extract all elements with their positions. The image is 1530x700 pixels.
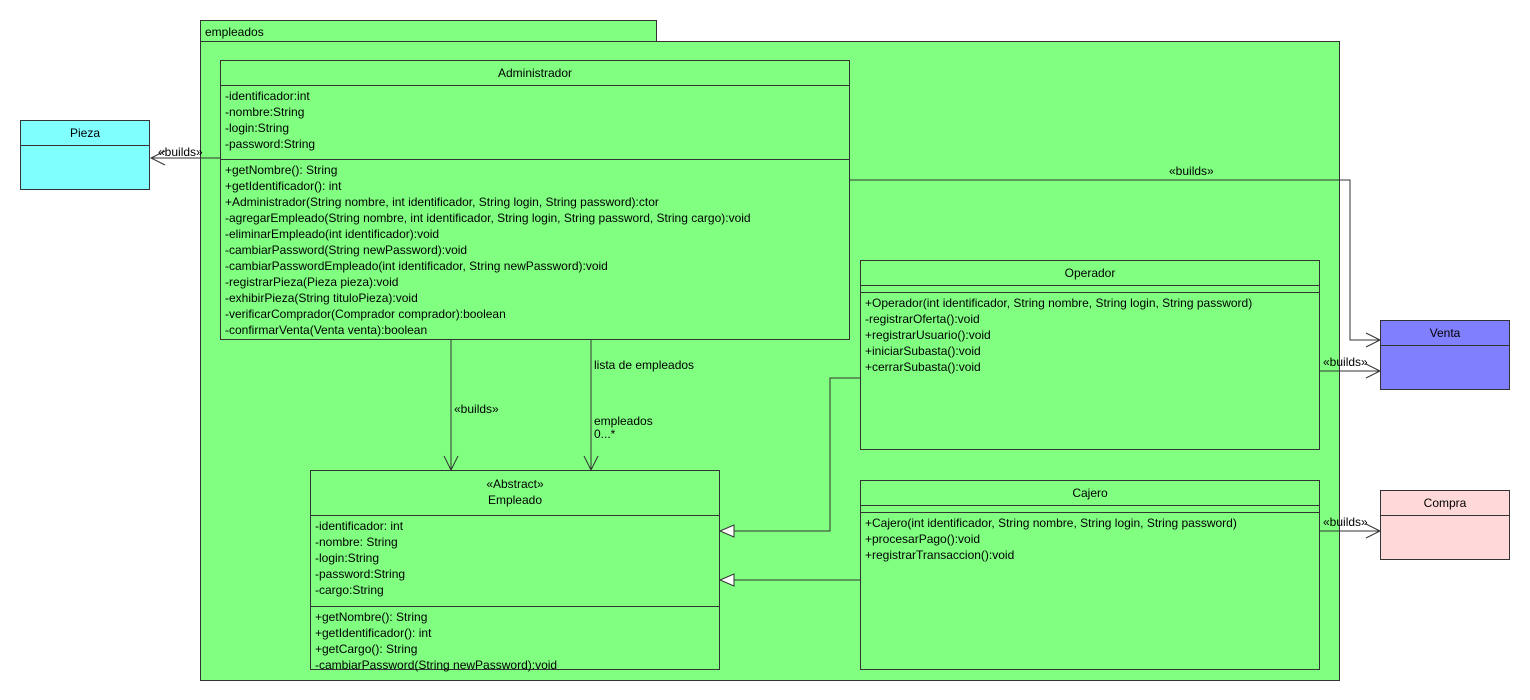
operation: +iniciarSubasta():void [865,344,981,358]
operation: -eliminarEmpleado(int identificador):voi… [225,227,440,241]
package-empleados[interactable] [200,41,1340,681]
label-builds-venta-admin: «builds» [1169,164,1214,178]
attribute: -password:String [315,567,406,581]
operador-operations: +Operador(int identificador, String nomb… [861,293,1319,377]
label-lista-empleados: lista de empleados [594,358,695,372]
generalization-operador [734,377,860,532]
operation: +getNombre(): String [225,163,338,177]
class-empleado-stereotype: «Abstract» [486,477,544,491]
attribute: -cargo:String [315,583,384,597]
operation: -cambiarPasswordEmpleado(int identificad… [225,259,608,273]
attribute: -login:String [225,121,290,135]
operation: +Cajero(int identificador, String nombre… [865,516,1237,530]
operation: -cambiarPassword(String newPassword):voi… [315,658,558,672]
generalization-head-operador [718,524,735,538]
empleado-operations: +getNombre(): String +getIdentificador()… [311,607,719,675]
label-builds-compra: «builds» [1323,515,1368,529]
operation: +getIdentificador(): int [315,626,432,640]
attribute: -nombre: String [315,535,398,549]
package-name: empleados [205,25,264,39]
operation: +registrarUsuario():void [865,328,991,342]
class-venta[interactable]: Venta [1380,320,1510,390]
class-compra-name: Compra [1381,491,1509,516]
operation: +cerrarSubasta():void [865,360,981,374]
operation: -registrarOferta():void [865,312,980,326]
attribute: -identificador:int [225,89,310,103]
cajero-operations: +Cajero(int identificador, String nombre… [861,513,1319,565]
class-pieza[interactable]: Pieza [20,120,150,190]
attribute: -identificador: int [315,519,404,533]
label-builds-venta-operador: «builds» [1323,355,1368,369]
attribute: -nombre:String [225,105,305,119]
class-administrador[interactable]: Administrador -identificador:int -nombre… [220,60,850,340]
class-cajero[interactable]: Cajero +Cajero(int identificador, String… [860,480,1320,670]
assoc-admin-venta [850,179,1380,341]
operation: +getCargo(): String [315,642,418,656]
operation: -cambiarPassword(String newPassword):voi… [225,243,468,257]
class-empleado-name: Empleado [487,493,543,507]
operation: +Administrador(String nombre, int identi… [225,195,659,209]
generalization-head-cajero [718,573,735,587]
cajero-attributes [861,506,1319,513]
class-venta-name: Venta [1381,321,1509,346]
attribute: -login:String [315,551,380,565]
label-builds-pieza: «builds» [158,145,203,159]
administrador-operations: +getNombre(): String +getIdentificador()… [221,160,849,340]
operador-attributes [861,286,1319,293]
class-empleado-header: «Abstract» Empleado [311,471,719,516]
operation: -verificarComprador(Comprador comprador)… [225,307,506,321]
label-builds-empleado: «builds» [454,402,499,416]
class-pieza-name: Pieza [21,121,149,146]
operation: -agregarEmpleado(String nombre, int iden… [225,211,751,225]
label-empleados-role: empleados [594,414,653,428]
label-multiplicity: 0...* [594,427,616,441]
attribute: -password:String [225,137,316,151]
operation: -exhibirPieza(String tituloPieza):void [225,291,418,305]
class-administrador-name: Administrador [221,61,849,86]
class-operador[interactable]: Operador +Operador(int identificador, St… [860,260,1320,450]
empleado-attributes: -identificador: int -nombre: String -log… [311,516,719,607]
administrador-attributes: -identificador:int -nombre:String -login… [221,86,849,160]
class-cajero-name: Cajero [861,481,1319,506]
arrowhead-pieza [149,150,166,166]
operation: -registrarPieza(Pieza pieza):void [225,275,399,289]
operation: +Operador(int identificador, String nomb… [865,296,1253,310]
class-compra[interactable]: Compra [1380,490,1510,560]
operation: -confirmarVenta(Venta venta):boolean [225,323,428,337]
operation: +registrarTransaccion():void [865,548,1015,562]
operation: +getNombre(): String [315,610,428,624]
operation: +procesarPago():void [865,532,981,546]
operation: +getIdentificador(): int [225,179,342,193]
class-empleado[interactable]: «Abstract» Empleado -identificador: int … [310,470,720,672]
class-operador-name: Operador [861,261,1319,286]
